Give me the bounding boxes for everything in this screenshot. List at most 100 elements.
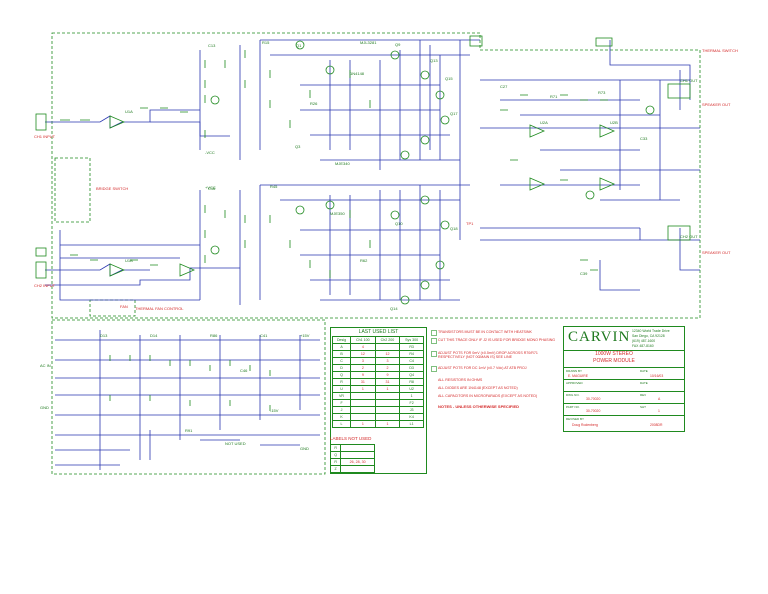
plus-v-label: +VCC: [205, 185, 216, 190]
ch2-input-label: CH2 INPUT: [34, 283, 56, 288]
table-row: Q: [329, 451, 375, 459]
svg-text:R86: R86: [210, 333, 218, 338]
bridge-switch-label: BRIDGE SWITCH: [96, 186, 129, 191]
header-cell: Sys 300: [399, 336, 424, 344]
address-line: San Diego, CA 92128: [632, 334, 665, 338]
channel-1-wiring: [45, 39, 700, 240]
svg-text:Q18: Q18: [450, 226, 458, 231]
address-line: (619) 487-1600: [632, 339, 656, 343]
brand-logo: CARVIN: [568, 329, 631, 345]
power-supply-wiring: [55, 330, 320, 470]
note-item: ADJUST POTS FOR DC 1mV (±0.7 Vdc) AT ATB…: [438, 366, 527, 370]
svg-text:C33: C33: [640, 136, 648, 141]
svg-text:TP1: TP1: [466, 221, 474, 226]
thermal-fan-label: THERMAL FAN CONTROL: [135, 306, 184, 311]
amp-boundary: [51, 32, 701, 319]
svg-text:U1A: U1A: [125, 109, 133, 114]
transistors: [210, 40, 655, 305]
divider: [564, 350, 684, 351]
svg-text:R73: R73: [598, 90, 606, 95]
note-item: ADJUST POTS FOR 0mV (±0.5mV) DROP ACROSS…: [438, 351, 538, 359]
svg-text:U1B: U1B: [125, 258, 133, 263]
speaker-out-2-label: SPEAKER OUT: [702, 250, 731, 255]
svg-text:R26: R26: [310, 101, 318, 106]
notes-footer: NOTES - UNLESS OTHERWISE SPECIFIED: [438, 404, 520, 409]
address-line: 12340 World Trade Drive: [632, 329, 670, 333]
fan-boundary: [89, 299, 136, 317]
note-item: ALL DIODES ARE 1N4148 (EXCEPT AS NOTED): [438, 386, 518, 390]
svg-text:MJE340: MJE340: [335, 161, 350, 166]
svg-text:R45: R45: [270, 184, 278, 189]
table-header-row: Desig Ch1 100 Ch2 200 Sys 300: [331, 336, 424, 344]
note-item: TRANSISTORS MUST BE IN CONTACT WITH HEAT…: [438, 330, 532, 334]
product-subtitle: POWER MODULE: [593, 358, 635, 364]
svg-text:-15V: -15V: [270, 408, 279, 413]
last-used-list: LAST USED LIST Desig Ch1 100 Ch2 200 Sys…: [330, 327, 427, 474]
labels-not-used-title: LABELS NOT USED: [330, 436, 372, 441]
svg-text:Q1: Q1: [296, 43, 302, 48]
note-marker: [431, 366, 437, 372]
ch1-out-label: CH1 OUT: [680, 78, 698, 83]
header-cell: Ch1 100: [350, 336, 376, 344]
svg-text:C27: C27: [500, 84, 508, 89]
channel-2-wiring: [45, 184, 700, 305]
last-used-title: LAST USED LIST: [358, 329, 399, 335]
svg-text:Q3: Q3: [295, 144, 301, 149]
passive-components: [60, 50, 608, 411]
svg-text:R62: R62: [360, 258, 368, 263]
svg-text:C41: C41: [260, 333, 268, 338]
svg-text:R15: R15: [262, 40, 270, 45]
table-row: Z: [329, 465, 375, 473]
svg-text:R71: R71: [550, 94, 558, 99]
title-row: REVISED BY Doug Rodenberg 2008DR: [564, 415, 684, 431]
svg-text:C46: C46: [240, 368, 248, 373]
svg-text:NOT USED: NOT USED: [225, 441, 246, 446]
svg-text:Q13: Q13: [430, 58, 438, 63]
svg-text:MJE350: MJE350: [330, 211, 345, 216]
title-row: DRAWN BY E. MAGUIRE DATE 10/16/03: [564, 367, 684, 380]
note-item: CUT THIS TRACE ONLY IF J2 IS USED FOR BR…: [438, 338, 556, 342]
thermal-boundary: [54, 157, 91, 223]
ac-in-label: AC IN: [40, 363, 51, 368]
connectors: [35, 35, 691, 279]
svg-text:Q14: Q14: [390, 306, 398, 311]
svg-text:U2B: U2B: [610, 120, 618, 125]
svg-text:C13: C13: [208, 43, 216, 48]
note-marker: [431, 330, 437, 336]
svg-text:R91: R91: [185, 428, 193, 433]
svg-text:Q10: Q10: [395, 221, 403, 226]
notes-block: TRANSISTORS MUST BE IN CONTACT WITH HEAT…: [430, 330, 560, 415]
gnd-label: GND: [40, 405, 49, 410]
svg-text:MJL3281: MJL3281: [360, 40, 377, 45]
title-row: PART NO. 30-70020 SHT 1: [564, 403, 684, 416]
product-title: 1000W STEREO: [595, 351, 633, 357]
svg-text:C39: C39: [580, 271, 588, 276]
note-marker: [431, 351, 437, 357]
speaker-out-1-label: SPEAKER OUT: [702, 102, 731, 107]
ch2-out-label: CH2 OUT: [680, 234, 698, 239]
note-item: ALL CAPACITORS IN MICROFARADS (EXCEPT AS…: [438, 394, 538, 398]
svg-text:C16: C16: [208, 186, 216, 191]
svg-text:Q9: Q9: [395, 42, 401, 47]
svg-text:+15V: +15V: [300, 333, 310, 338]
ch1-input-label: CH1 INPUT: [34, 134, 56, 139]
svg-text:D13: D13: [100, 333, 108, 338]
svg-text:Q15: Q15: [445, 76, 453, 81]
note-item: ALL RESISTORS IN OHMS: [438, 378, 483, 382]
svg-text:1N4148: 1N4148: [350, 71, 365, 76]
header-cell: Ch2 200: [374, 336, 401, 344]
